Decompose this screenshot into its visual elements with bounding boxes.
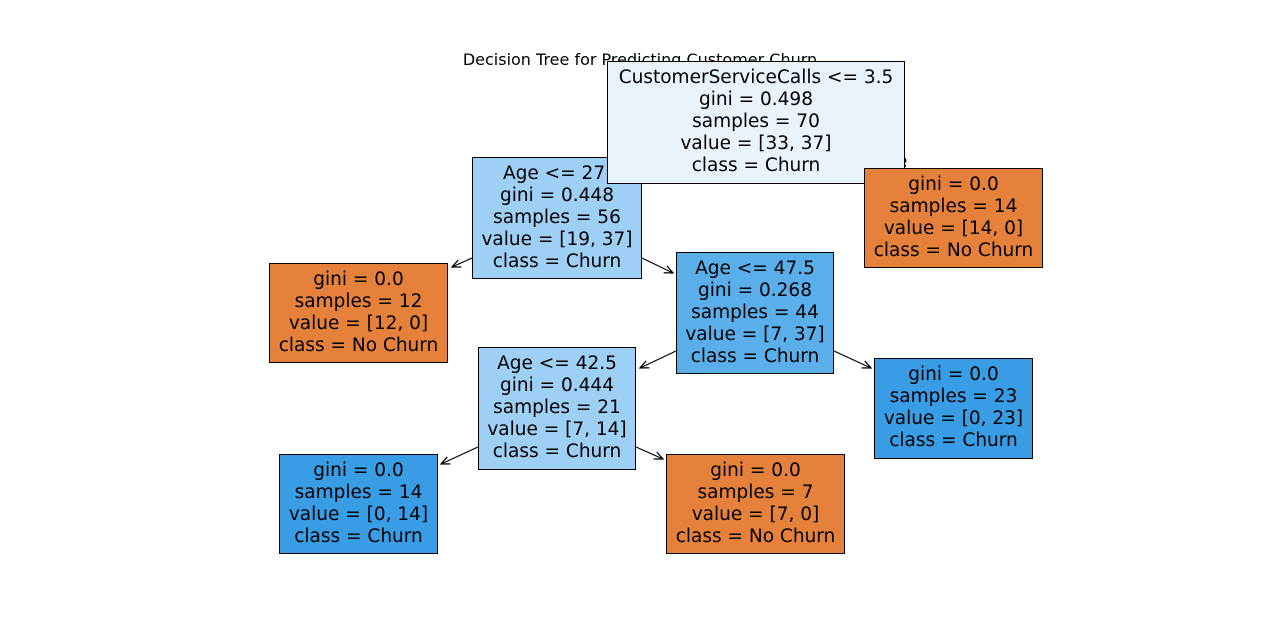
edge-age27-leaf12	[452, 257, 473, 267]
node-leaf-14: gini = 0.0 samples = 14 value = [0, 14] …	[279, 454, 438, 554]
node-age-42: Age <= 42.5 gini = 0.444 samples = 21 va…	[478, 347, 636, 470]
edge-age42-leaf7	[635, 446, 663, 459]
node-leaf-12: gini = 0.0 samples = 12 value = [12, 0] …	[269, 263, 448, 363]
node-root: CustomerServiceCalls <= 3.5 gini = 0.498…	[607, 61, 905, 184]
edge-age47-leaf23	[833, 350, 871, 368]
node-leaf-7: gini = 0.0 samples = 7 value = [7, 0] cl…	[666, 454, 845, 554]
node-age-47: Age <= 47.5 gini = 0.268 samples = 44 va…	[676, 252, 834, 374]
node-leaf-23: gini = 0.0 samples = 23 value = [0, 23] …	[874, 358, 1033, 459]
edge-age47-age42	[640, 350, 677, 368]
edge-age42-leaf14	[441, 446, 479, 464]
node-right-leaf: gini = 0.0 samples = 14 value = [14, 0] …	[864, 168, 1043, 268]
edge-age27-age47	[641, 257, 673, 273]
